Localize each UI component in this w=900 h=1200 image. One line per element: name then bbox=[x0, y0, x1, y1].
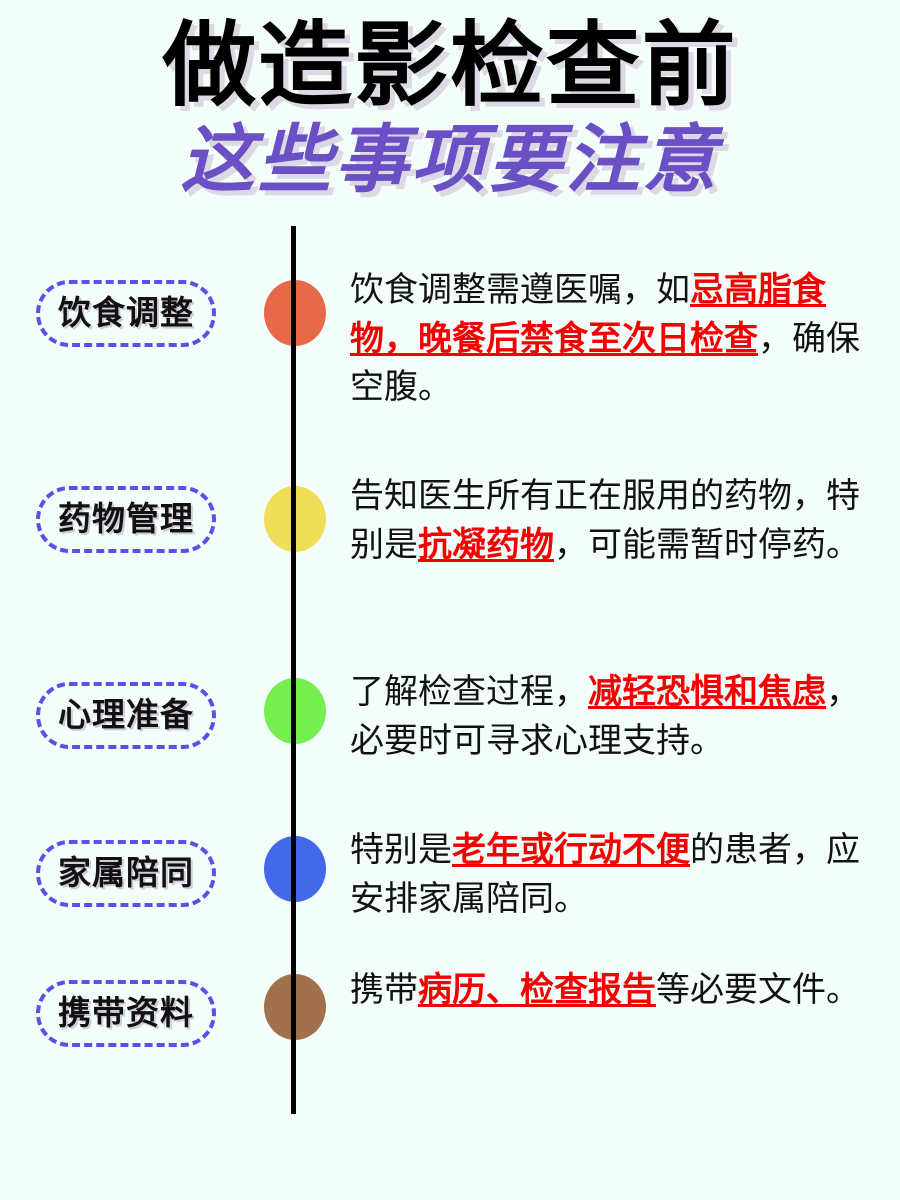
header: 做造影检查前 这些事项要注意 bbox=[0, 0, 900, 198]
timeline-item-label-wrap: 家属陪同 bbox=[0, 826, 252, 908]
body-text-segment: 特别是 bbox=[350, 831, 452, 870]
body-text-segment: 告知医生所有正在服用的药物，特别是 bbox=[350, 477, 860, 564]
timeline-item: 心理准备 了解检查过程，减轻恐惧和焦虑，必要时可寻求心理支持。 bbox=[0, 668, 900, 765]
timeline-item-label: 药物管理 bbox=[36, 486, 216, 554]
timeline-item-body-wrap: 告知医生所有正在服用的药物，特别是抗凝药物，可能需暂时停药。 bbox=[338, 472, 900, 569]
timeline-item-label-wrap: 心理准备 bbox=[0, 668, 252, 750]
timeline-item-body-wrap: 了解检查过程，减轻恐惧和焦虑，必要时可寻求心理支持。 bbox=[338, 668, 900, 765]
timeline-item-label: 携带资料 bbox=[36, 980, 216, 1048]
timeline-item: 饮食调整 饮食调整需遵医嘱，如忌高脂食物，晚餐后禁食至次日检查，确保空腹。 bbox=[0, 266, 900, 411]
timeline-item-label-wrap: 药物管理 bbox=[0, 472, 252, 554]
timeline: 饮食调整 饮食调整需遵医嘱，如忌高脂食物，晚餐后禁食至次日检查，确保空腹。 药物… bbox=[0, 226, 900, 1146]
timeline-item-body-wrap: 特别是老年或行动不便的患者，应安排家属陪同。 bbox=[338, 826, 900, 923]
highlighted-text: 病历、检查报告 bbox=[418, 971, 656, 1010]
timeline-item: 药物管理 告知医生所有正在服用的药物，特别是抗凝药物，可能需暂时停药。 bbox=[0, 472, 900, 569]
body-text-segment: 了解检查过程， bbox=[350, 673, 588, 712]
body-text-segment: ，必要时可寻求心理支持。 bbox=[350, 673, 860, 760]
page-title-line-1: 做造影检查前 bbox=[162, 15, 738, 117]
body-text-segment: 的患者，应安排家属陪同。 bbox=[350, 831, 860, 918]
timeline-item-label: 家属陪同 bbox=[36, 840, 216, 908]
highlighted-text: 减轻恐惧和焦虑 bbox=[588, 673, 826, 712]
timeline-item-body: 特别是老年或行动不便的患者，应安排家属陪同。 bbox=[350, 826, 874, 923]
timeline-item-body-wrap: 饮食调整需遵医嘱，如忌高脂食物，晚餐后禁食至次日检查，确保空腹。 bbox=[338, 266, 900, 411]
timeline-item-label-wrap: 携带资料 bbox=[0, 966, 252, 1048]
highlighted-text: 老年或行动不便 bbox=[452, 831, 690, 870]
highlighted-text: 忌高脂食物，晚餐后禁食至次日检查 bbox=[350, 271, 826, 358]
timeline-item-body-wrap: 携带病历、检查报告等必要文件。 bbox=[338, 966, 900, 1014]
timeline-axis-line bbox=[291, 226, 296, 1115]
timeline-item-body: 携带病历、检查报告等必要文件。 bbox=[350, 966, 874, 1014]
body-text-segment: 携带 bbox=[350, 971, 418, 1010]
highlighted-text: 抗凝药物 bbox=[418, 525, 554, 564]
page-title-line-2: 这些事项要注意 bbox=[180, 117, 720, 201]
timeline-item: 家属陪同 特别是老年或行动不便的患者，应安排家属陪同。 bbox=[0, 826, 900, 923]
body-text-segment: ，确保空腹。 bbox=[350, 319, 860, 406]
timeline-item: 携带资料 携带病历、检查报告等必要文件。 bbox=[0, 966, 900, 1048]
timeline-item-label: 心理准备 bbox=[36, 682, 216, 750]
timeline-item-body: 了解检查过程，减轻恐惧和焦虑，必要时可寻求心理支持。 bbox=[350, 668, 874, 765]
timeline-item-label: 饮食调整 bbox=[36, 280, 216, 348]
body-text-segment: 饮食调整需遵医嘱，如 bbox=[350, 271, 690, 310]
timeline-item-label-wrap: 饮食调整 bbox=[0, 266, 252, 348]
timeline-item-body: 告知医生所有正在服用的药物，特别是抗凝药物，可能需暂时停药。 bbox=[350, 472, 874, 569]
body-text-segment: ，可能需暂时停药。 bbox=[554, 525, 860, 564]
body-text-segment: 等必要文件。 bbox=[656, 971, 860, 1010]
timeline-item-body: 饮食调整需遵医嘱，如忌高脂食物，晚餐后禁食至次日检查，确保空腹。 bbox=[350, 266, 874, 411]
